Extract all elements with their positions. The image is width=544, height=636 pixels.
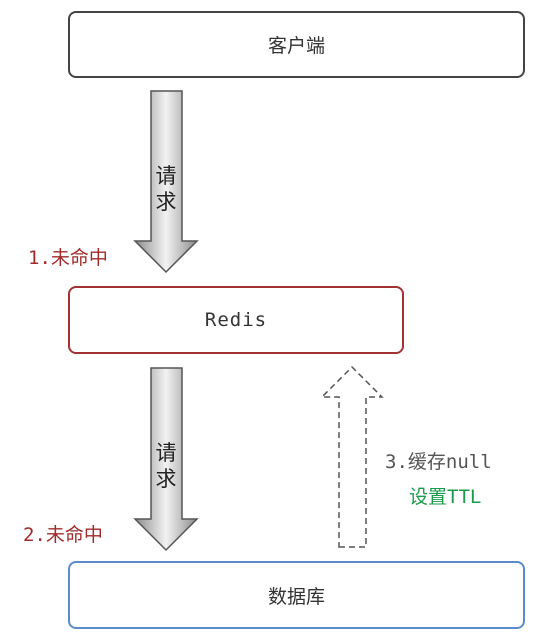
request-arrow-1 bbox=[133, 90, 199, 274]
cache-null-return-arrow bbox=[320, 365, 384, 548]
set-ttl-label: 设置TTL bbox=[409, 486, 482, 508]
request-label-2: 请求 bbox=[155, 441, 177, 491]
cache-miss-label-1: 1.未命中 bbox=[28, 247, 108, 269]
cache-null-label: 3.缓存null bbox=[385, 451, 492, 473]
client-label: 客户端 bbox=[267, 35, 325, 57]
redis-label: Redis bbox=[204, 309, 268, 331]
request-arrow-2 bbox=[133, 367, 199, 552]
database-node: 数据库 bbox=[68, 561, 525, 629]
request-label-1: 请求 bbox=[155, 164, 177, 214]
database-label: 数据库 bbox=[267, 585, 325, 608]
client-node: 客户端 bbox=[68, 11, 525, 78]
cache-miss-label-2: 2.未命中 bbox=[23, 524, 103, 546]
redis-node: Redis bbox=[68, 286, 404, 354]
